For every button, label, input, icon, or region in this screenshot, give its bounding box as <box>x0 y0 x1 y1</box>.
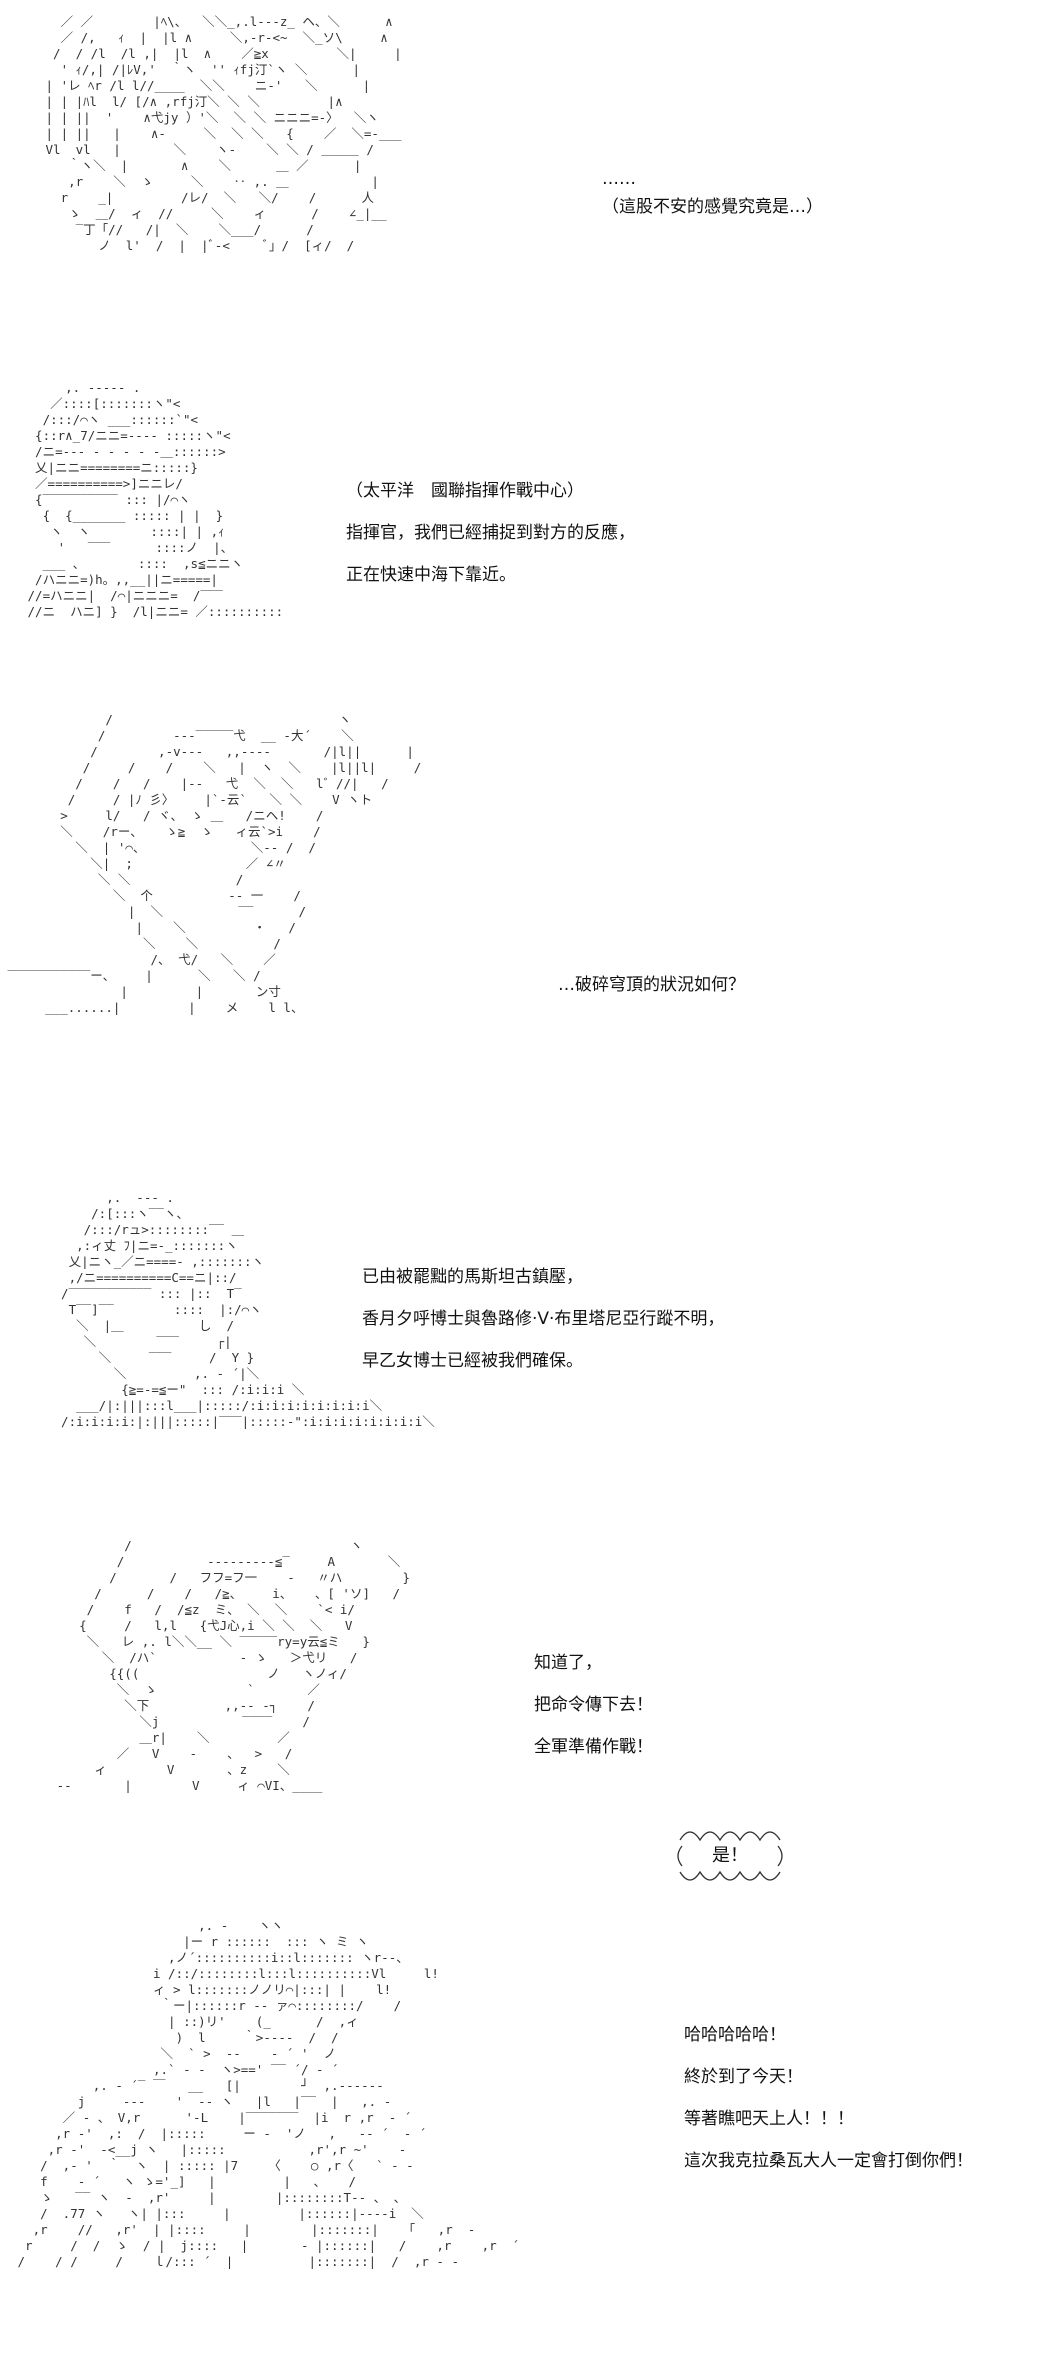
ascii-art-character-5: / ヽ / ‐‐‐‐‐‐‐‐‐≦‾ A ＼ / / フフ=フ一 ‐ 〃ハ } /… <box>56 1538 411 1793</box>
panel-5: / ヽ / ‐‐‐‐‐‐‐‐‐≦‾ A ＼ / / フフ=フ一 ‐ 〃ハ } /… <box>0 1538 1040 1900</box>
dialogue-line: 這次我克拉桑瓦大人一定會打倒你們！ <box>684 2151 973 2171</box>
dialogue-line: 等著瞧吧天上人！！！ <box>684 2109 854 2129</box>
dialogue-line: 已由被罷黜的馬斯坦古鎮壓， <box>362 1267 583 1287</box>
panel-1: ／ ／ |ﾍ\、 ＼＼_,.l---z_ ヘ、＼ ∧ ／ /, ｨ | |l ∧… <box>0 0 1040 350</box>
dialogue-panel-3: …破碎穹頂的狀況如何？ <box>558 964 745 1006</box>
dialogue-panel-6: 哈哈哈哈哈！ 終於到了今天！ 等著瞧吧天上人！！！ 這次我克拉桑瓦大人一定會打倒… <box>684 2014 973 2182</box>
dialogue-line: 哈哈哈哈哈！ <box>684 2025 786 2045</box>
dialogue-panel-4: 已由被罷黜的馬斯坦古鎮壓， 香月夕呼博士與魯路修·V·布里塔尼亞行蹤不明， 早乙… <box>362 1256 724 1382</box>
dialogue-line: …破碎穹頂的狀況如何？ <box>558 975 745 995</box>
shout-text: 是！ <box>712 1845 748 1866</box>
dialogue-line: 正在快速中海下靠近。 <box>346 565 516 585</box>
ascii-art-character-1: ／ ／ |ﾍ\、 ＼＼_,.l---z_ ヘ、＼ ∧ ／ /, ｨ | |l ∧… <box>45 14 402 253</box>
dialogue-line: 香月夕呼博士與魯路修·V·布里塔尼亞行蹤不明， <box>362 1309 725 1329</box>
dialogue-panel-5: 知道了， 把命令傳下去！ 全軍準備作戰！ <box>534 1642 653 1768</box>
ascii-art-character-4: ,. ‐‐‐ . /:[:::ヽ‾‾ヽ、 /:::/rュ>::::::::‾‾ … <box>61 1190 435 1429</box>
dialogue-line: 把命令傳下去！ <box>534 1695 653 1715</box>
dialogue-panel-1: …… （這股不安的感覺究竟是…） <box>602 158 823 222</box>
panel-6: ,. - ヽヽ |ー r :::::: ::: ヽ ミ ヽ ,ノ´:::::::… <box>0 1914 1040 2376</box>
shout-bubble: 是！ <box>672 1810 788 1902</box>
dialogue-line: 知道了， <box>534 1653 602 1673</box>
dialogue-line: …… <box>602 169 636 189</box>
panel-4: ,. ‐‐‐ . /:[:::ヽ‾‾ヽ、 /:::/rュ>::::::::‾‾ … <box>0 1186 1040 1516</box>
ascii-art-character-3: / ヽ / ---‾‾‾‾‾弋 __ -大´ ＼ / ,-v--- ,,--‐‐… <box>7 712 422 1015</box>
shout-bubble-outline-icon <box>677 1831 783 1881</box>
dialogue-line: 終於到了今天！ <box>684 2067 803 2087</box>
dialogue-line: 早乙女博士已經被我們確保。 <box>362 1351 583 1371</box>
dialogue-panel-2: （太平洋 國聯指揮作戰中心） 指揮官，我們已經捕捉到對方的反應， 正在快速中海下… <box>346 470 635 596</box>
dialogue-line: （這股不安的感覺究竟是…） <box>602 197 823 217</box>
ascii-art-character-2: ,. ----- . ／::::[:::::::ヽ"< /:::/⌒ヽ ___:… <box>27 380 284 619</box>
panel-2: ,. ----- . ／::::[:::::::ヽ"< /:::/⌒ヽ ___:… <box>0 380 1040 690</box>
dialogue-line: 全軍準備作戰！ <box>534 1737 653 1757</box>
ascii-art-character-6: ,. - ヽヽ |ー r :::::: ::: ヽ ミ ヽ ,ノ´:::::::… <box>17 1918 520 2269</box>
dialogue-line: （太平洋 國聯指揮作戰中心） <box>346 481 584 501</box>
dialogue-line: 指揮官，我們已經捕捉到對方的反應， <box>346 523 635 543</box>
panel-3: / ヽ / ---‾‾‾‾‾弋 __ -大´ ＼ / ,-v--- ,,--‐‐… <box>0 712 1040 1152</box>
